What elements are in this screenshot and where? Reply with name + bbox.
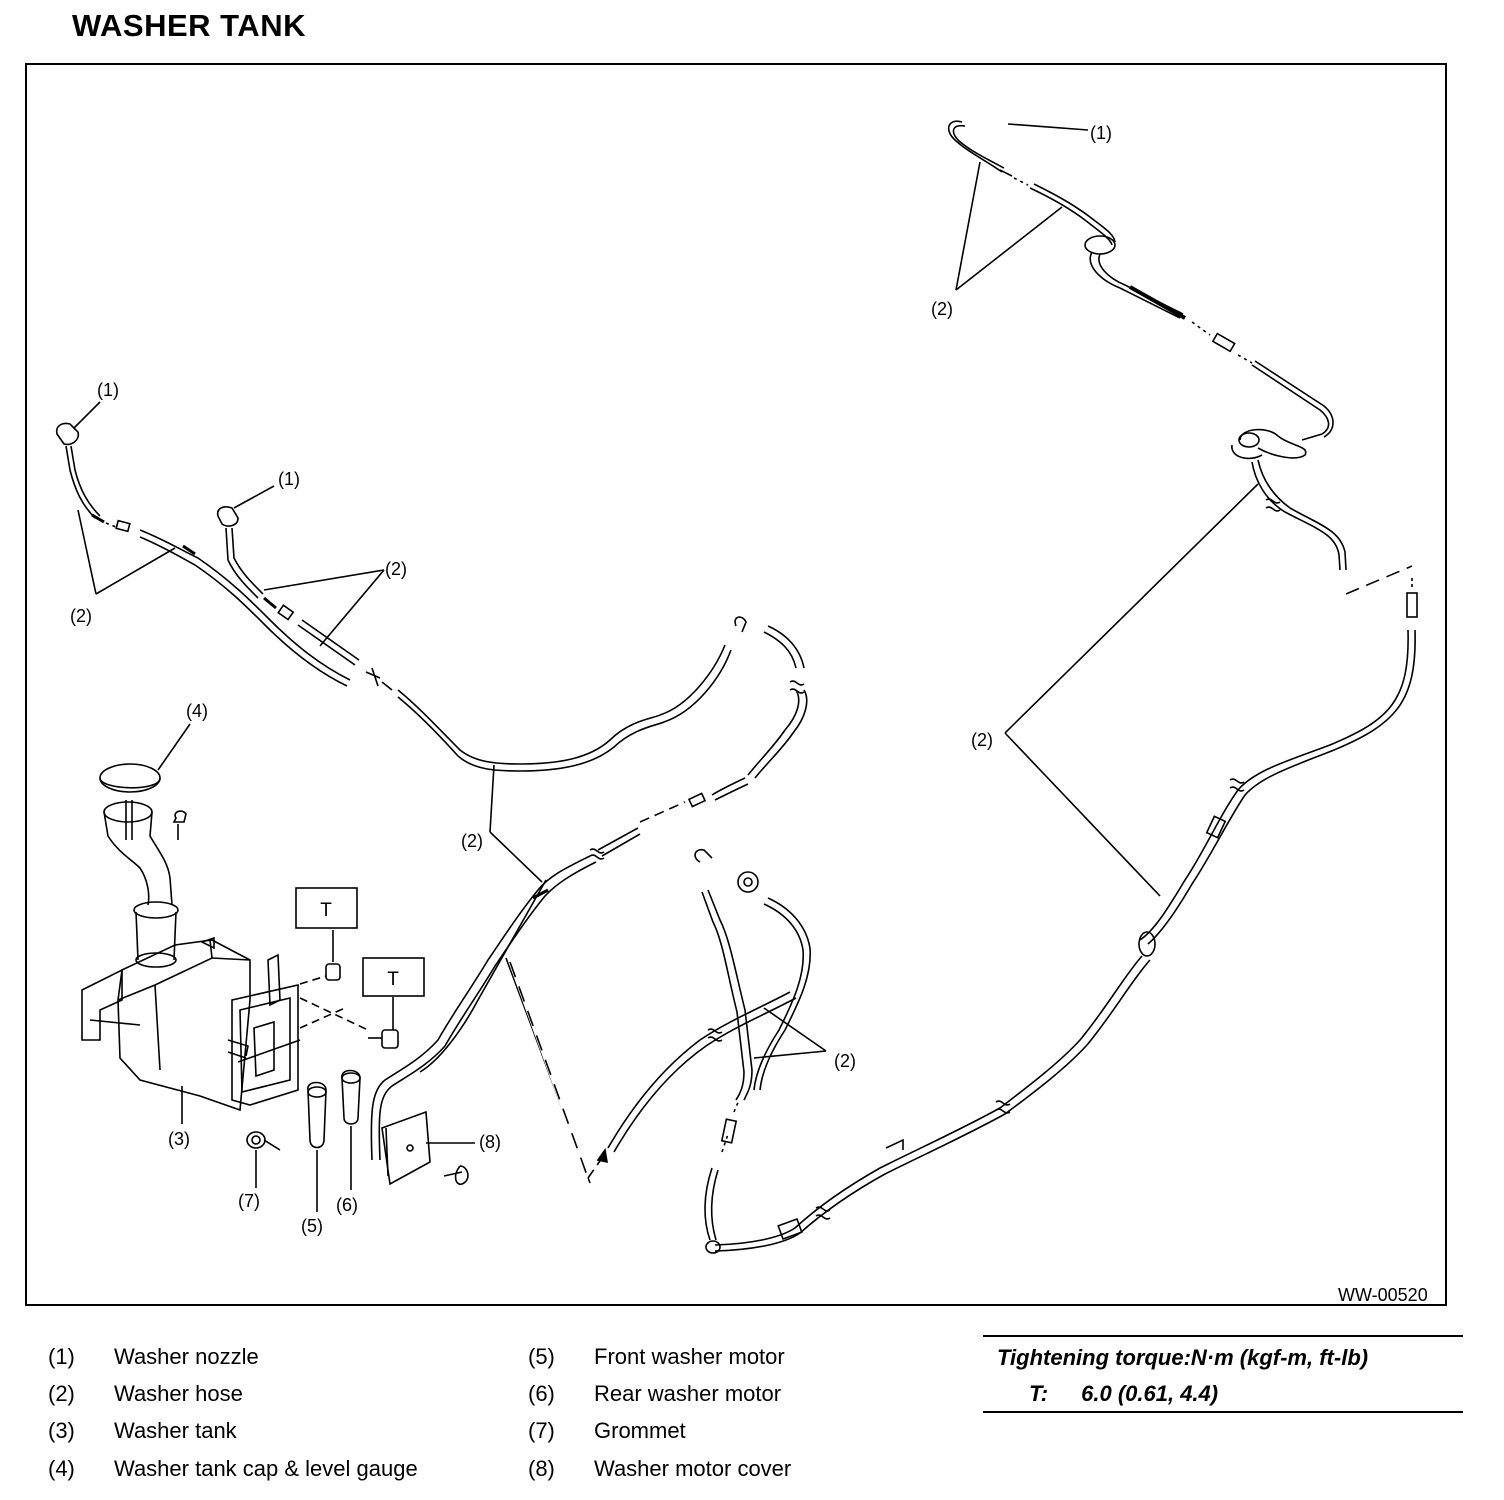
hose-break-marks (589, 498, 1281, 1220)
callout-washer-tank: (3) (168, 1129, 190, 1149)
legend-label: Rear washer motor (594, 1381, 782, 1406)
callout-tank-cap: (4) (186, 701, 208, 721)
legend-number: (3) (48, 1418, 75, 1443)
diagram-frame (25, 63, 1447, 1306)
legend-label: Washer tank cap & level gauge (114, 1456, 418, 1481)
torque-value-row: T: 6.0 (0.61, 4.4) (1029, 1381, 1218, 1407)
fasteners-motors (237, 930, 475, 1212)
torque-value: 6.0 (0.61, 4.4) (1081, 1381, 1219, 1406)
callout-nozzle-center: (1) (278, 469, 300, 489)
legend-number: (5) (528, 1344, 555, 1369)
callout-hose-lower: (2) (834, 1051, 856, 1071)
torque-box-1: T (295, 887, 358, 929)
legend-number: (1) (48, 1344, 75, 1369)
legend-number: (4) (48, 1456, 75, 1481)
callout-motor-cover: (8) (479, 1132, 501, 1152)
legend-label: Front washer motor (594, 1344, 785, 1369)
callout-rear-motor: (6) (336, 1195, 358, 1215)
callout-labels: (1) (2) (1) (1) (2) (2) (4) (2) (2) (2) … (70, 123, 1428, 1305)
legend-right: (5) Front washer motor (6) Rear washer m… (528, 1344, 858, 1494)
rear-hose-upper (704, 120, 1418, 1254)
page-title: WASHER TANK (72, 8, 306, 43)
legend-label: Washer nozzle (114, 1344, 259, 1369)
figure-code: WW-00520 (1338, 1285, 1428, 1305)
torque-spec: Tightening torque:N·m (kgf-m, ft-lb) T: … (983, 1335, 1463, 1413)
torque-symbol: T: (1029, 1381, 1049, 1406)
legend-label: Washer motor cover (594, 1456, 792, 1481)
legend-number: (6) (528, 1381, 555, 1406)
torque-symbol-2: T (387, 969, 399, 990)
callout-hose-rear-upper: (2) (931, 299, 953, 319)
callout-front-motor: (5) (301, 1216, 323, 1236)
legend-number: (7) (528, 1418, 555, 1443)
washer-tank-assembly (81, 763, 299, 1112)
legend-label: Washer hose (114, 1381, 243, 1406)
legend-number: (2) (48, 1381, 75, 1406)
torque-heading: Tightening torque:N·m (kgf-m, ft-lb) (997, 1345, 1369, 1370)
callout-hose-left: (2) (70, 606, 92, 626)
callout-grommet: (7) (238, 1191, 260, 1211)
callout-nozzle-left: (1) (97, 380, 119, 400)
front-hose-system (55, 422, 811, 1184)
callout-hose-rear-main: (2) (971, 730, 993, 750)
leader-lines (73, 123, 1259, 1124)
exploded-diagram: T T (1) (2) (1) (1) (2) (2) (4) (2) (2) … (55, 120, 1428, 1305)
callout-hose-center: (2) (385, 559, 407, 579)
torque-symbol-1: T (320, 900, 332, 921)
torque-box-2: T (362, 957, 425, 997)
legend-label: Grommet (594, 1418, 686, 1443)
callout-nozzle-rear: (1) (1090, 123, 1112, 143)
legend: (1) Washer nozzle (2) Washer hose (3) Wa… (48, 1344, 488, 1494)
legend-label: Washer tank (114, 1418, 237, 1443)
legend-number: (8) (528, 1456, 555, 1481)
callout-hose-front-main: (2) (461, 831, 483, 851)
